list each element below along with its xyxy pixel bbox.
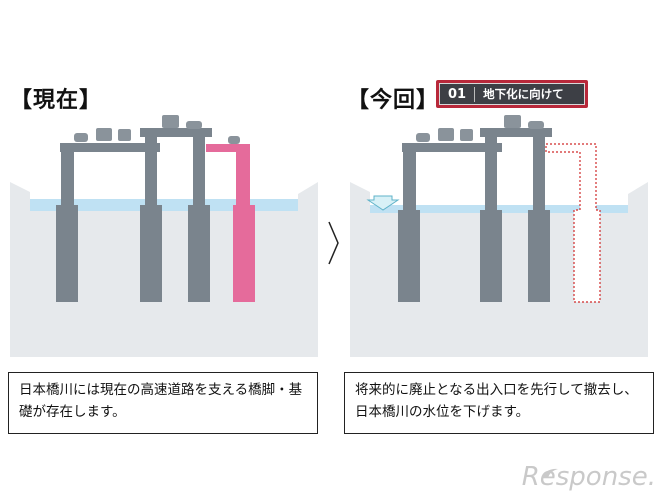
- response-logo-icon: [542, 468, 558, 478]
- title-this-time: 【今回】: [347, 88, 440, 113]
- badge-number: 01: [440, 86, 476, 102]
- left-diagram: [10, 115, 318, 357]
- left-vehicles: [74, 115, 240, 144]
- left-ramp-top: [206, 144, 250, 152]
- right-column-2: [485, 135, 497, 210]
- left-deck-high: [140, 128, 212, 137]
- caption-this-time: 将来的に廃止となる出入口を先行して撤去し、日本橋川の水位を下げます。: [344, 372, 654, 434]
- right-diagram: [350, 115, 648, 357]
- right-pier-2: [480, 210, 502, 302]
- right-column-3: [533, 135, 545, 210]
- right-deck-high: [480, 128, 552, 137]
- right-water: [370, 205, 628, 213]
- left-ramp-column: [236, 144, 250, 208]
- right-deck-low: [402, 143, 502, 152]
- left-water: [30, 199, 298, 211]
- right-pier-1: [398, 210, 420, 302]
- left-pier-1: [56, 205, 78, 302]
- right-column-1: [403, 150, 416, 210]
- left-pier-2: [140, 205, 162, 302]
- left-column-3: [193, 135, 205, 205]
- left-deck-low: [60, 143, 160, 152]
- left-pier-3: [188, 205, 210, 302]
- left-ramp-foundation: [233, 205, 255, 302]
- right-vehicles: [416, 115, 544, 142]
- right-pier-3: [528, 210, 550, 302]
- water-lower-arrow-icon: [366, 195, 400, 211]
- removed-ramp-outline: [545, 143, 601, 303]
- left-column-1: [61, 150, 74, 205]
- watermark: Response.: [521, 462, 656, 492]
- title-current: 【現在】: [10, 88, 103, 113]
- badge-text: 地下化に向けて: [483, 87, 564, 101]
- step-badge: 01 地下化に向けて: [436, 80, 588, 108]
- left-column-2: [145, 135, 157, 205]
- transition-arrow-icon: [328, 221, 339, 265]
- caption-current: 日本橋川には現在の高速道路を支える橋脚・基礎が存在します。: [8, 372, 318, 434]
